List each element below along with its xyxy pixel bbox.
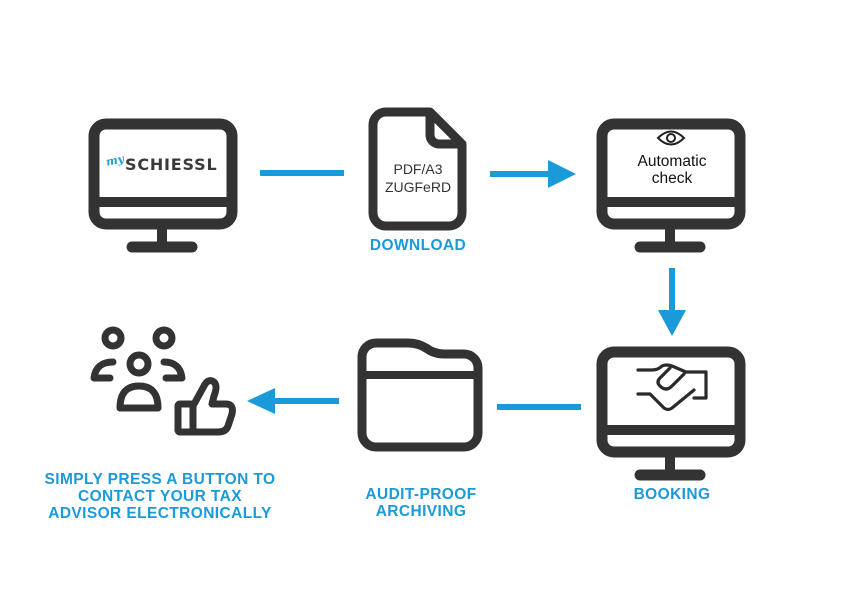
screen-line-1: Automatic [637, 153, 707, 170]
connector-line [260, 170, 344, 176]
document-text: PDF/A3 ZUGFeRD [372, 160, 464, 196]
step-label-download: DOWNLOAD [369, 237, 467, 254]
automatic-check-text: Automatic check [612, 153, 732, 187]
label-line: SIMPLY PRESS A BUTTON TO [44, 471, 276, 488]
connector-line [497, 404, 581, 410]
label-line: ARCHIVING [375, 503, 467, 520]
label-line: CONTACT YOUR TAX [78, 488, 242, 505]
step-label-archiving: AUDIT-PROOF ARCHIVING [330, 486, 512, 520]
folder-icon [357, 338, 483, 452]
arrow-down-icon [658, 268, 686, 336]
step-label-booking: BOOKING [633, 486, 711, 503]
label-line: AUDIT-PROOF [365, 486, 477, 503]
arrow-right-icon [490, 160, 576, 188]
document-icon [368, 107, 467, 231]
doc-line-format: PDF/A3 [393, 161, 443, 177]
doc-line-standard: ZUGFeRD [384, 179, 452, 195]
handshake-icon [636, 363, 708, 412]
screen-line-2: check [651, 170, 693, 187]
monitor-icon [596, 118, 746, 253]
step-label-tax-advisor: SIMPLY PRESS A BUTTON TO CONTACT YOUR TA… [10, 471, 310, 522]
arrow-left-icon [247, 388, 339, 414]
monitor-icon [596, 346, 746, 481]
logo-prefix: my [104, 152, 126, 169]
people-thumbs-up-icon [90, 326, 236, 436]
eye-icon [656, 130, 686, 146]
label-line: ADVISOR ELECTRONICALLY [48, 505, 272, 522]
monitor-icon [88, 118, 238, 253]
myschiessl-logo: my SCHIESSL [104, 152, 224, 176]
logo-name: SCHIESSL [125, 155, 218, 174]
